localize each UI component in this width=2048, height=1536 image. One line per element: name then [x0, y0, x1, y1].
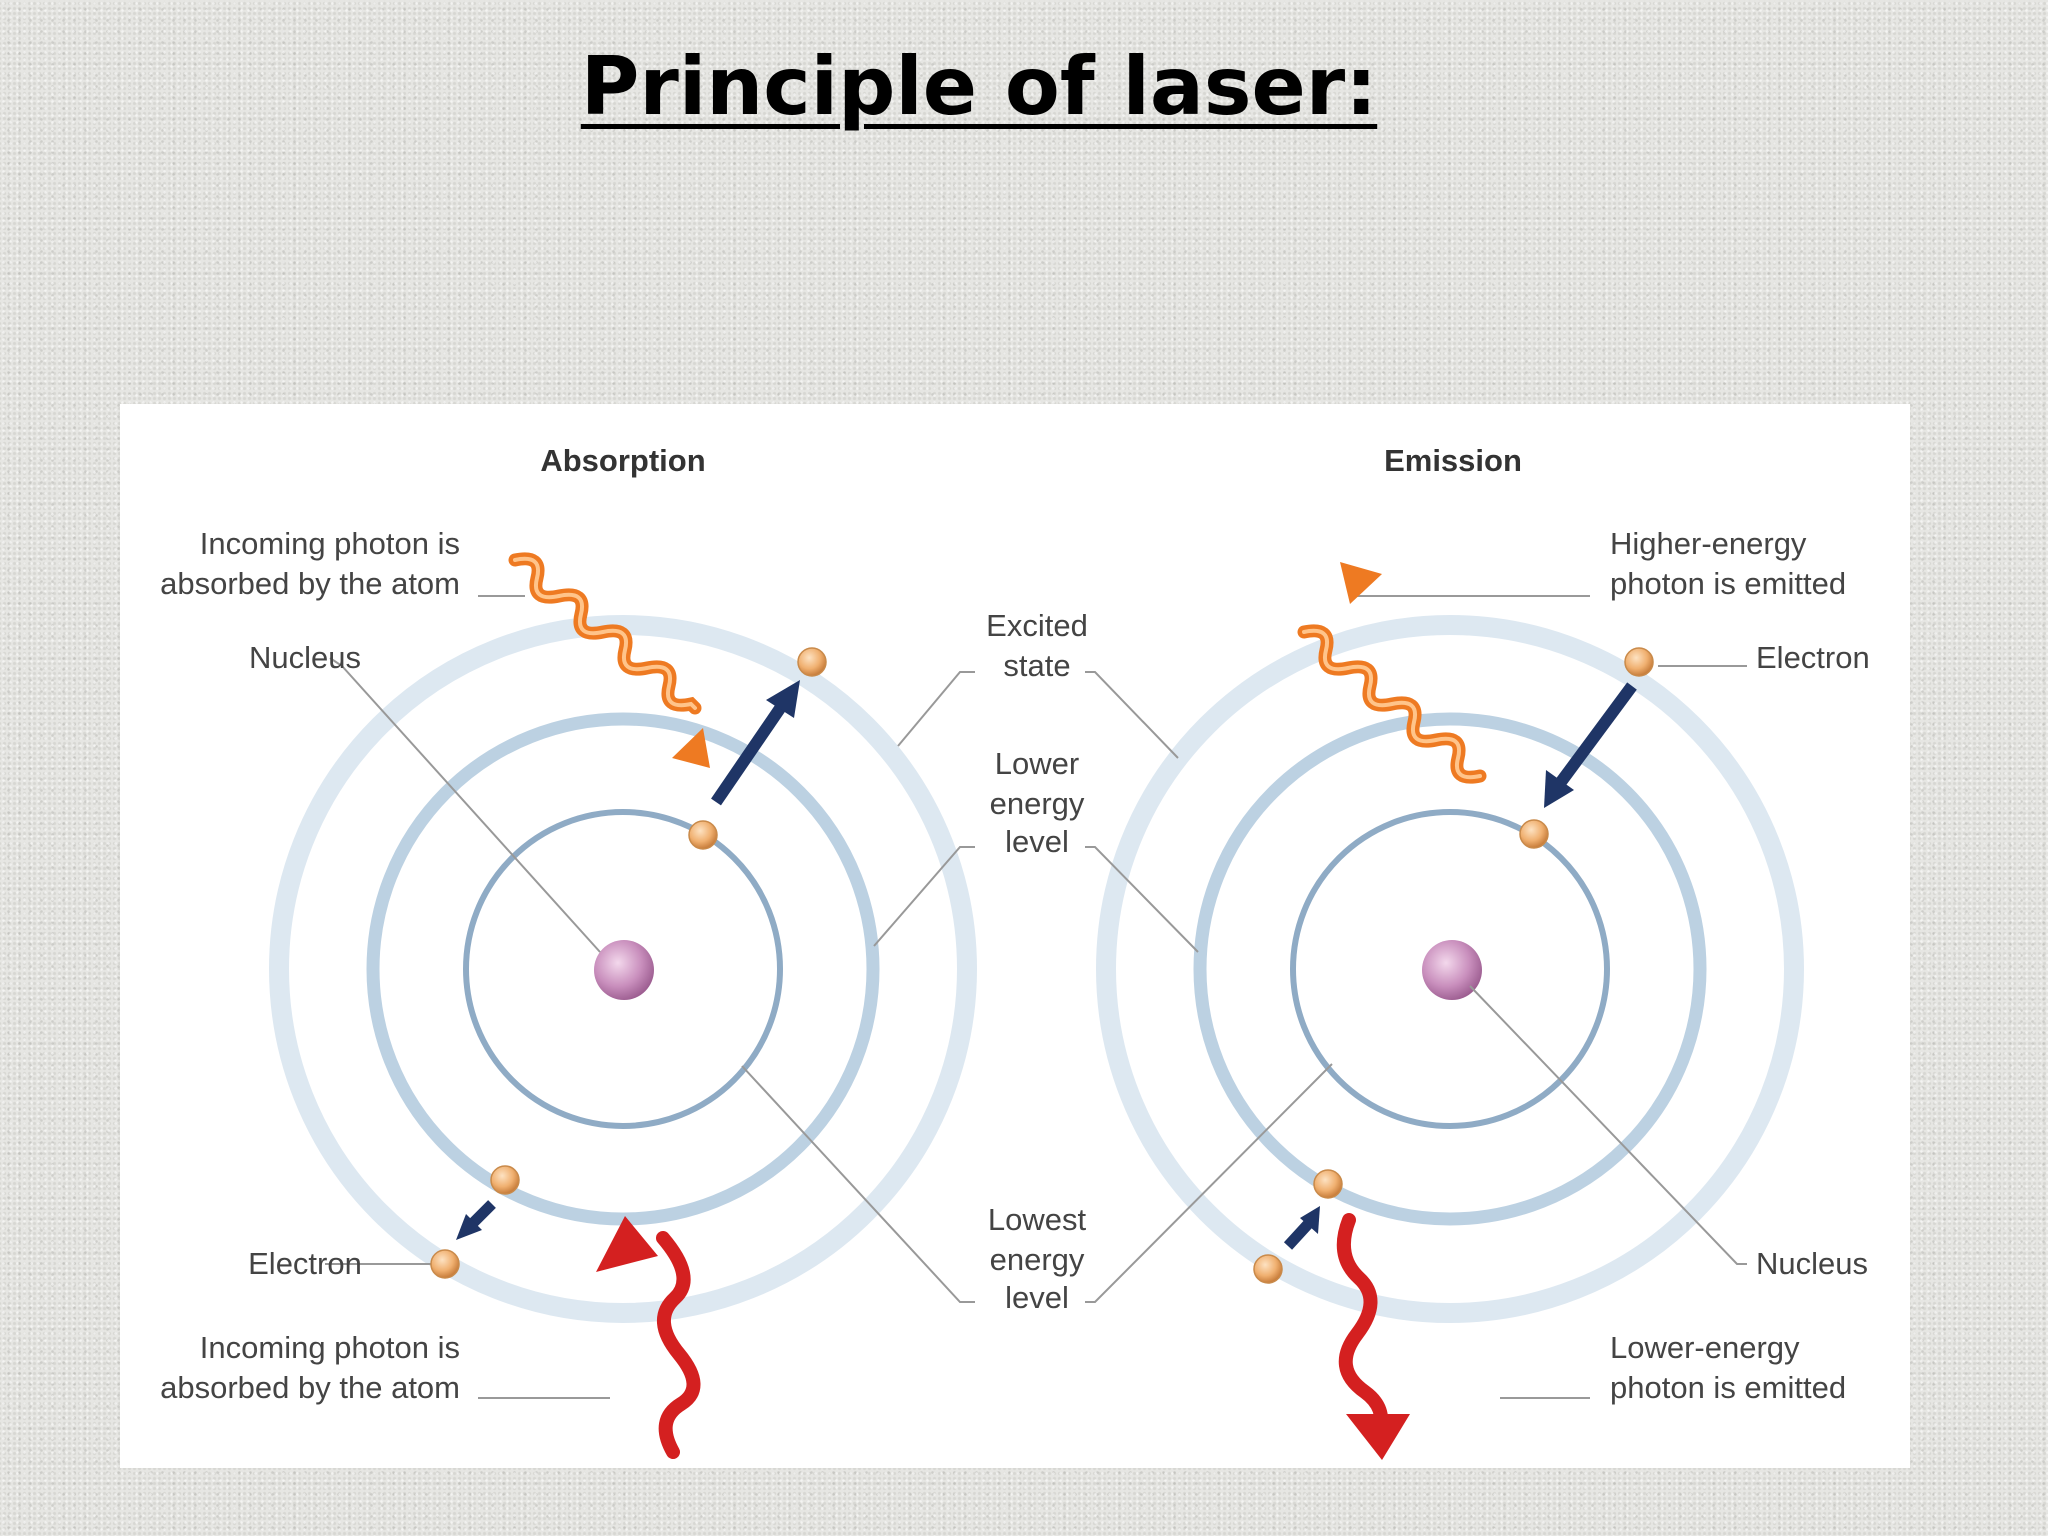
emission-atom	[1096, 615, 1804, 1323]
excited-state-line1: Excited	[986, 608, 1088, 643]
emission-nucleus-label: Nucleus	[1756, 1246, 1868, 1281]
excited-orbit-left	[269, 615, 977, 1323]
nucleus-right	[1422, 940, 1482, 1000]
lowest-orbit-left	[463, 809, 783, 1129]
absorbed-low-photon	[596, 1216, 701, 1459]
slide-title: Principle of laser:	[580, 40, 1378, 133]
transition-arrows	[456, 680, 1637, 1250]
lower-orbit-right	[1193, 712, 1707, 1226]
atom-diagram: Absorption Emission Incoming photon is a…	[160, 443, 1870, 1460]
lower-level-line3: level	[1005, 824, 1069, 859]
diagram-panel: Absorption Emission Incoming photon is a…	[120, 404, 1910, 1468]
emission-photon-top-line1: Higher-energy	[1610, 526, 1807, 561]
emission-electron-label: Electron	[1756, 640, 1870, 675]
absorption-photon-top-line2: absorbed by the atom	[160, 566, 460, 601]
electron-absorption-outer	[430, 1249, 460, 1279]
electron-absorption-lower	[688, 820, 718, 850]
emitted-high-photon	[1297, 562, 1487, 784]
electron-absorption-mid	[490, 1165, 520, 1195]
nucleus-left	[594, 940, 654, 1000]
absorption-atom	[269, 615, 977, 1323]
lower-level-line2: energy	[990, 786, 1085, 821]
emission-photon-bottom-line1: Lower-energy	[1610, 1330, 1800, 1365]
emission-photon-bottom-line2: photon is emitted	[1610, 1370, 1846, 1405]
absorption-heading: Absorption	[540, 443, 705, 478]
absorption-photon-top-line1: Incoming photon is	[200, 526, 460, 561]
lowest-level-line2: energy	[990, 1242, 1085, 1277]
electron-absorption-excited	[797, 647, 827, 677]
absorption-nucleus-label: Nucleus	[249, 640, 361, 675]
emission-photon-top-line2: photon is emitted	[1610, 566, 1846, 601]
excited-state-line2: state	[1003, 648, 1070, 683]
electrons	[430, 647, 1654, 1284]
electron-emission-mid	[1313, 1169, 1343, 1199]
emission-heading: Emission	[1384, 443, 1522, 478]
electron-emission-outer	[1253, 1254, 1283, 1284]
absorption-photon-bottom-line2: absorbed by the atom	[160, 1370, 460, 1405]
electron-emission-excited	[1624, 647, 1654, 677]
excited-orbit-right	[1096, 615, 1804, 1323]
lower-orbit-left	[366, 712, 880, 1226]
lowest-level-line3: level	[1005, 1280, 1069, 1315]
leader-lines	[325, 595, 1747, 1399]
electron-emission-lower	[1519, 819, 1549, 849]
lower-level-line1: Lower	[995, 746, 1079, 781]
absorption-photon-bottom-line1: Incoming photon is	[200, 1330, 460, 1365]
lowest-level-line1: Lowest	[988, 1202, 1087, 1237]
lowest-orbit-right	[1290, 809, 1610, 1129]
absorbed-high-photon	[508, 552, 710, 768]
absorption-electron-label: Electron	[248, 1246, 362, 1281]
emitted-low-photon	[1336, 1213, 1410, 1460]
